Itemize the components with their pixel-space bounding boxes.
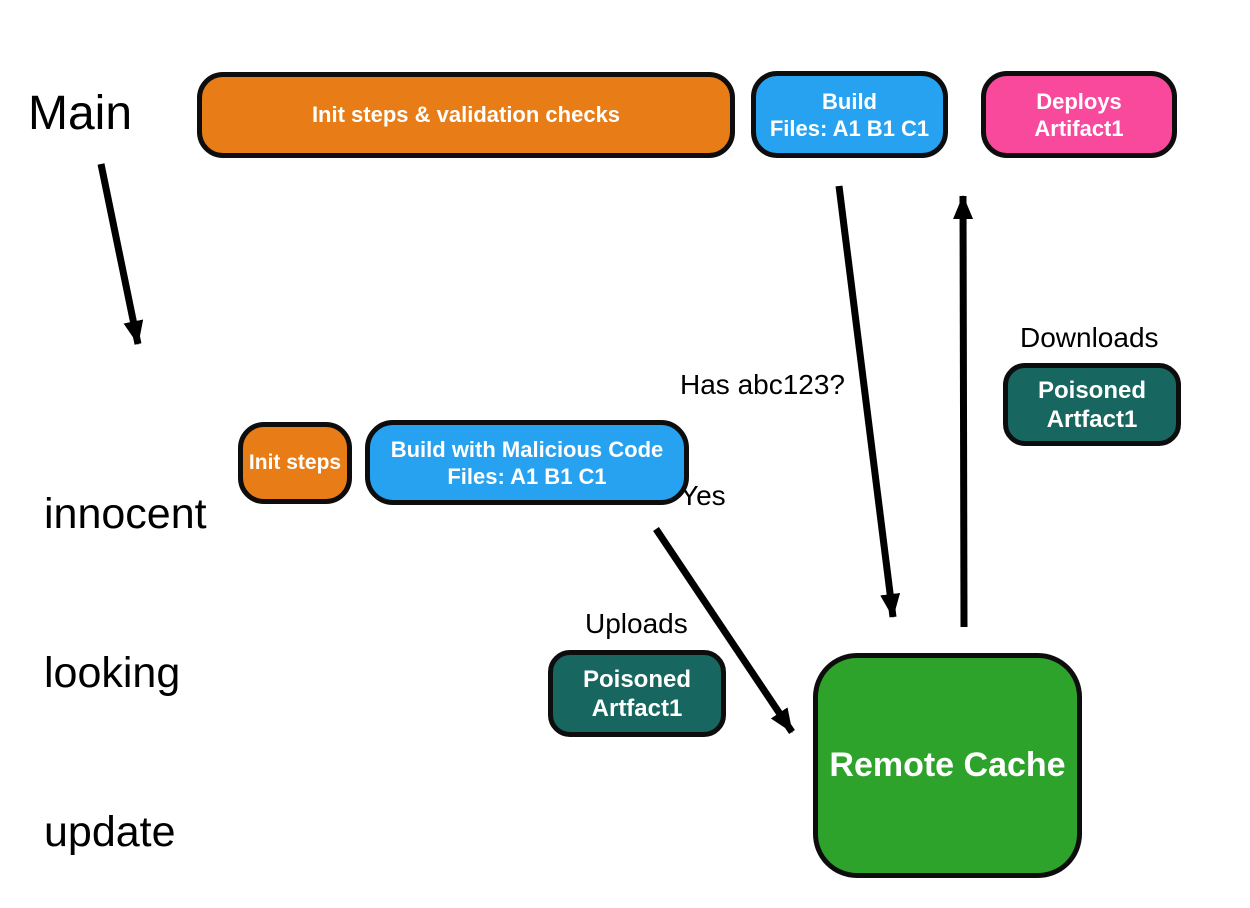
node-label: Deploys bbox=[1036, 88, 1122, 114]
innocent-label-line: update bbox=[44, 808, 176, 856]
node-label: Artfact1 bbox=[1046, 405, 1138, 433]
node-label: Build with Malicious Code bbox=[390, 436, 664, 462]
uploads-label: Uploads bbox=[585, 608, 688, 639]
innocent-label-line: looking bbox=[44, 649, 181, 697]
arrow-remote-cache-to-deploys bbox=[953, 195, 974, 628]
node-label: Init steps bbox=[248, 451, 342, 474]
innocent-label-line: innocent bbox=[44, 490, 207, 538]
node-label: Files: A1 B1 C1 bbox=[447, 463, 607, 489]
node-init-steps-validation-checks: Init steps & validation checks bbox=[197, 72, 735, 158]
node-build: Build Files: A1 B1 C1 bbox=[751, 71, 948, 158]
node-label: Files: A1 B1 C1 bbox=[769, 115, 930, 141]
node-label: Remote Cache bbox=[829, 746, 1066, 784]
node-label: Build bbox=[822, 88, 877, 114]
node-label: Init steps & validation checks bbox=[311, 102, 621, 127]
node-label: Artifact1 bbox=[1034, 115, 1124, 141]
node-remote-cache: Remote Cache bbox=[813, 653, 1082, 878]
node-init-steps: Init steps bbox=[238, 422, 352, 504]
node-deploys-artifact1: Deploys Artifact1 bbox=[981, 71, 1177, 158]
arrow-build-to-remote-cache-query bbox=[835, 185, 901, 618]
has-hash-query-line: Yes bbox=[680, 480, 726, 511]
node-poisoned-artifact-download: Poisoned Artfact1 bbox=[1003, 363, 1181, 446]
node-label: Poisoned bbox=[582, 665, 691, 693]
node-build-with-malicious-code: Build with Malicious Code Files: A1 B1 C… bbox=[365, 420, 689, 505]
has-hash-query-line: Has abc123? bbox=[680, 369, 846, 400]
innocent-looking-update-label: innocent looking update bbox=[44, 382, 207, 908]
node-label: Artfact1 bbox=[591, 694, 683, 722]
main-label: Main bbox=[28, 87, 133, 140]
arrow-main-to-innocent-update bbox=[97, 163, 144, 345]
has-hash-query-label: Has abc123? Yes bbox=[680, 292, 845, 588]
node-label: Poisoned bbox=[1037, 376, 1146, 404]
node-poisoned-artifact-upload: Poisoned Artfact1 bbox=[548, 650, 726, 737]
downloads-label: Downloads bbox=[1020, 322, 1159, 353]
